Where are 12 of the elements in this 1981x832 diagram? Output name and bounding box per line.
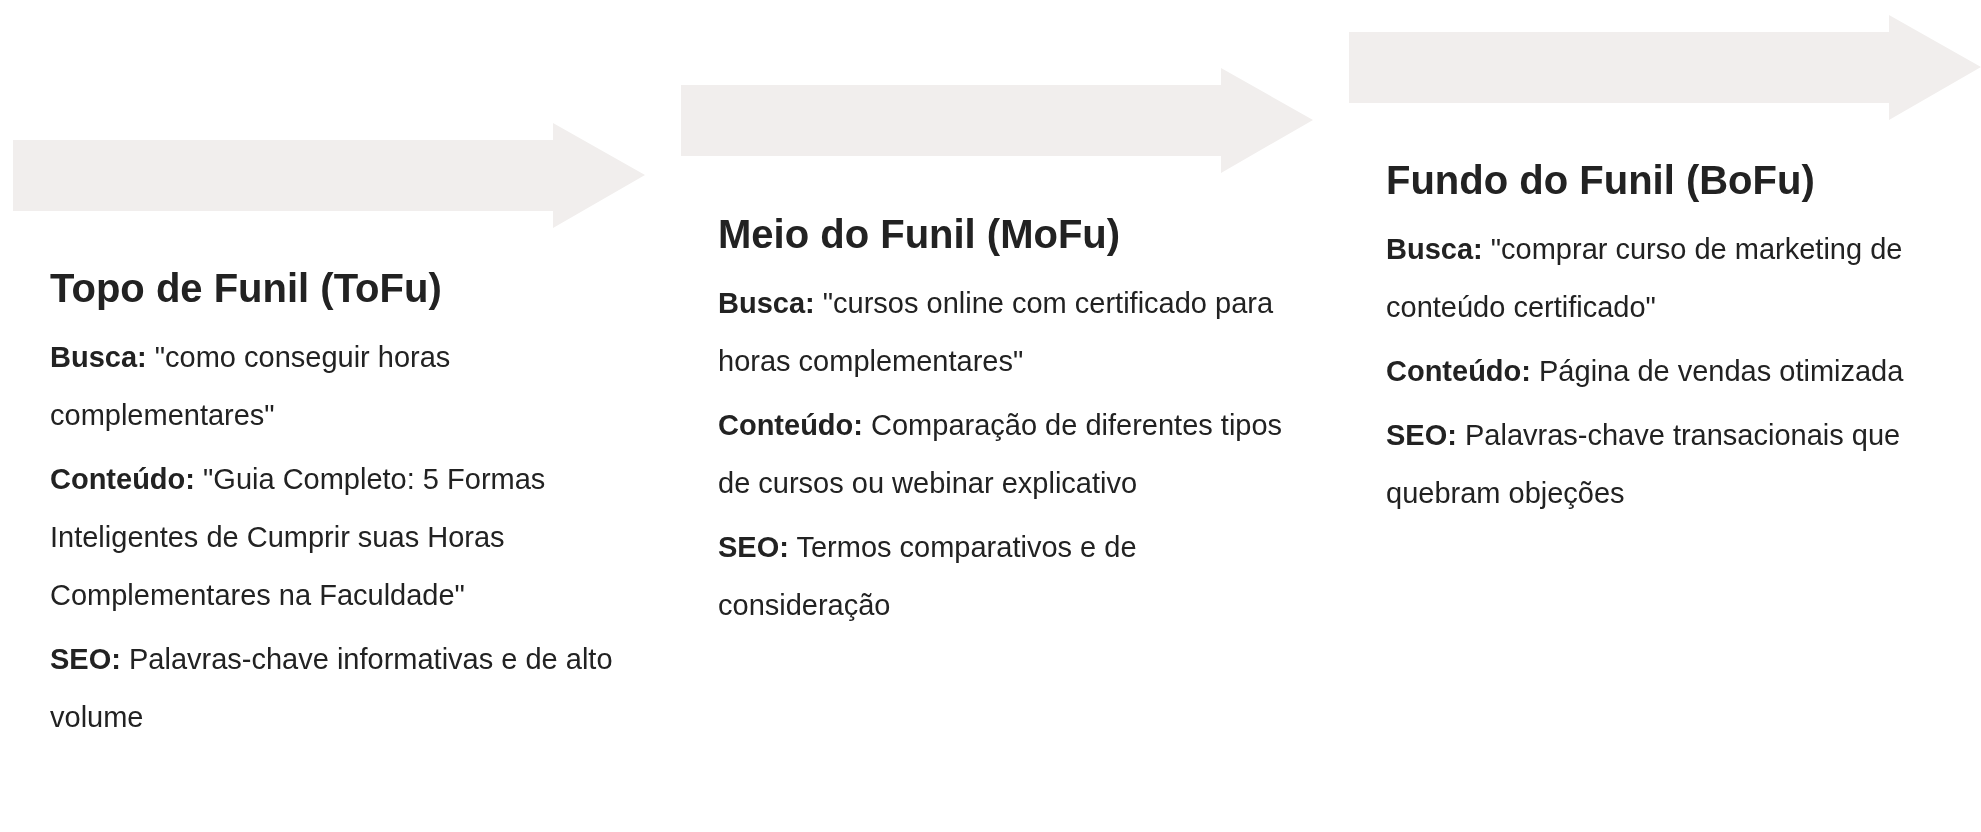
- stage-description: SEO: Palavras-chave transacionais que quebram objeções: [1386, 418, 1902, 511]
- stage-description: Busca: "comprar curso de marketing de conteúdo certificado": [1386, 232, 1904, 325]
- stage-heading: Fundo do Funil (BoFu): [1386, 157, 1816, 204]
- stage-heading: Topo de Funil (ToFu): [50, 265, 443, 312]
- stage-description: Busca: "cursos online com certificado para horas complementares": [718, 286, 1275, 379]
- stage-description: Conteúdo: Comparação de diferentes tipos de cursos ou webinar explicativo: [718, 408, 1284, 501]
- stage-description: Conteúdo: Página de vendas otimizada: [1386, 354, 1905, 389]
- stage-description: SEO: Palavras-chave informativas e de alto volume: [50, 642, 614, 735]
- stage-description: Busca: "como conseguir horas complementares": [50, 340, 452, 433]
- stage-heading: Meio do Funil (MoFu): [718, 211, 1122, 258]
- stage-description: SEO: Termos comparativos e de consideração: [718, 530, 1138, 623]
- stage-description: Conteúdo: "Guia Completo: 5 Formas Inteligentes de Cumprir suas Horas Complementares na Faculdade": [50, 462, 547, 613]
